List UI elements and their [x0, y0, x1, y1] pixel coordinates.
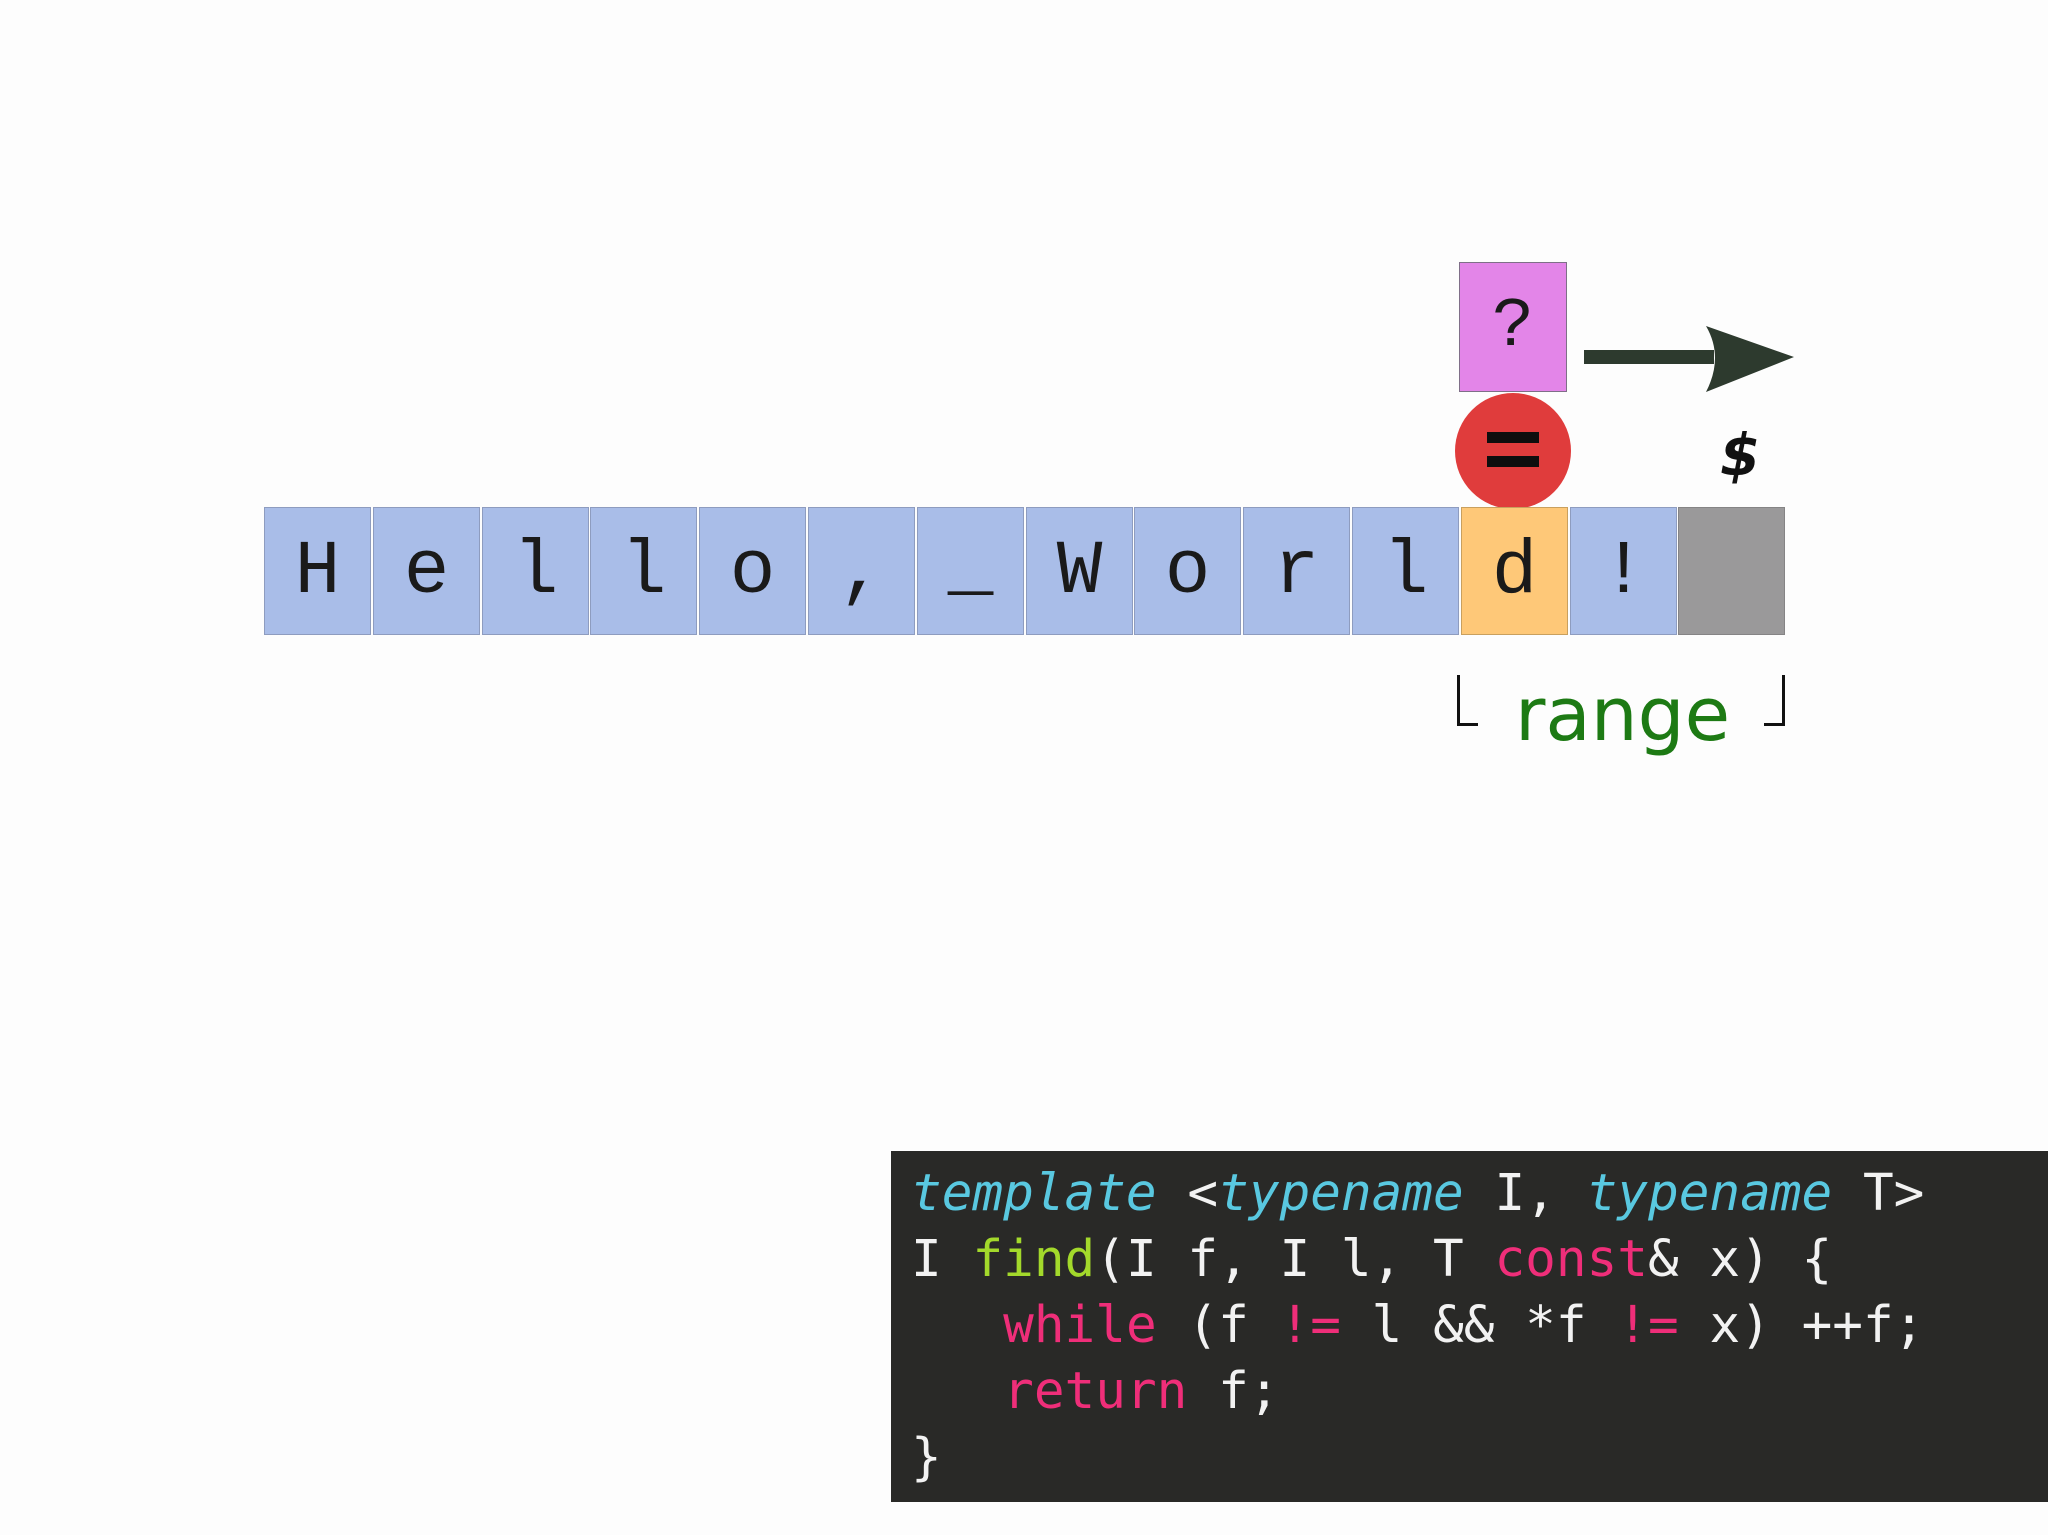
code-block: template <typename I, typename T> I find… — [891, 1151, 2048, 1502]
sentinel-symbol: $ — [1719, 421, 1761, 489]
sequence-cell: o — [699, 507, 806, 635]
code-keyword-while: while — [1003, 1296, 1157, 1355]
sequence-cell: W — [1026, 507, 1133, 635]
sequence-cell: l — [590, 507, 697, 635]
code-line-3: while (f != l && *f != x) ++f; — [911, 1293, 2048, 1359]
code-operator-not-equal: != — [1279, 1296, 1341, 1355]
code-keyword-const: const — [1494, 1230, 1648, 1289]
code-text: I, — [1494, 1164, 1556, 1223]
code-text: T> — [1862, 1164, 1925, 1223]
sequence-cell: , — [808, 507, 915, 635]
code-line-2: I find(I f, I l, T const& x) { — [911, 1227, 2048, 1293]
code-line-1: template <typename I, typename T> — [911, 1161, 2048, 1227]
range-bracket-left — [1457, 675, 1478, 726]
code-text: I — [911, 1230, 942, 1289]
code-text: (f — [1187, 1296, 1249, 1355]
range-label: range — [1515, 672, 1731, 758]
code-keyword-typename: typename — [1218, 1164, 1464, 1223]
search-value-box: ? — [1459, 262, 1567, 392]
code-text: < — [1187, 1164, 1219, 1223]
code-line-4: return f; — [911, 1359, 2048, 1425]
current-position-cell: d — [1461, 507, 1568, 635]
sequence-cell: _ — [917, 507, 1024, 635]
sequence-cell: e — [373, 507, 480, 635]
code-keyword-template: template — [911, 1164, 1157, 1223]
right-arrow-icon — [1584, 326, 1794, 392]
code-text: l && *f — [1371, 1296, 1587, 1355]
sequence-cell: ! — [1570, 507, 1677, 635]
code-text: (I f, I l, T — [1095, 1230, 1464, 1289]
code-keyword-return: return — [1003, 1362, 1188, 1421]
code-text: & x) { — [1647, 1230, 1833, 1289]
sequence-cell: H — [264, 507, 371, 635]
code-line-5: } — [911, 1425, 2048, 1491]
code-text: x) ++f; — [1709, 1296, 1925, 1355]
code-text: f; — [1218, 1362, 1280, 1421]
range-bracket-right — [1764, 675, 1785, 726]
sequence-cell: l — [482, 507, 589, 635]
equality-comparison-icon — [1455, 393, 1571, 509]
sequence-cell: o — [1134, 507, 1241, 635]
code-function-name: find — [972, 1230, 1096, 1289]
sequence-cell: l — [1352, 507, 1459, 635]
end-position-cell — [1678, 507, 1785, 635]
sequence-cell: r — [1243, 507, 1350, 635]
code-keyword-typename: typename — [1586, 1164, 1833, 1223]
code-operator-not-equal: != — [1617, 1296, 1679, 1355]
code-text: } — [911, 1428, 942, 1487]
